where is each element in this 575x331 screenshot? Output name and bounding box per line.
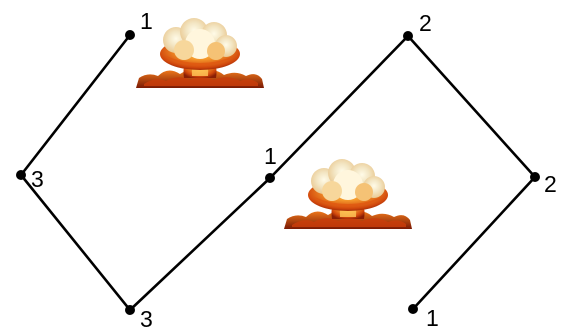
labels-group: 1 3 3 1 2 2 1 [31,8,557,331]
node-n7 [408,304,418,314]
edges-group [19,33,537,312]
node-n1 [125,30,135,40]
edge-n5-n6 [406,34,537,179]
node-label-n6: 2 [544,171,557,197]
explosion-icon [136,18,264,88]
edge-n3-n4 [128,176,272,312]
node-label-n3: 3 [140,306,153,331]
edge-n4-n5 [268,34,410,180]
nodes-group [16,30,540,315]
node-n5 [403,31,413,41]
node-label-n2: 3 [31,166,44,192]
node-label-n5: 2 [419,10,432,36]
node-n2 [16,170,26,180]
edge-n1-n2 [19,33,132,177]
node-n3 [125,305,135,315]
node-label-n1: 1 [140,8,153,34]
edge-n6-n7 [411,175,537,311]
edge-n2-n3 [19,173,132,312]
icons-group [136,18,412,229]
node-n4 [265,173,275,183]
node-label-n7: 1 [426,305,439,331]
node-label-n4: 1 [264,143,277,169]
node-n6 [530,172,540,182]
explosion-icon [284,159,412,229]
